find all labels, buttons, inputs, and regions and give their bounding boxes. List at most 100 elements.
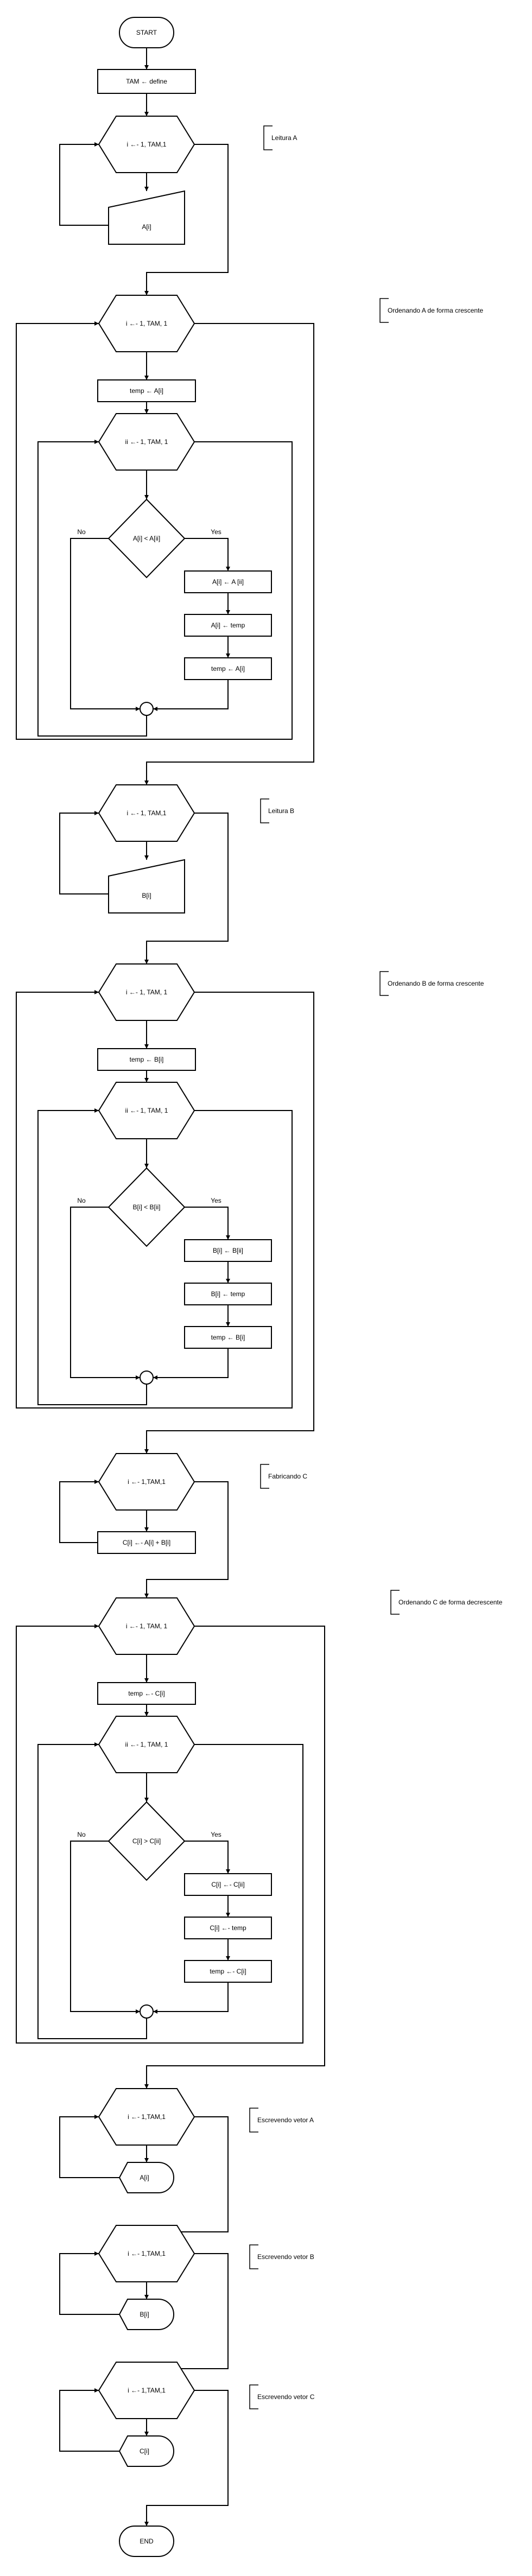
make-c-loop: i ←- 1,TAM,1 xyxy=(98,1453,195,1511)
sort-b-temp-process-label: temp ← B[i] xyxy=(130,1056,164,1063)
read-a-input-shape xyxy=(108,190,185,245)
sort-b-edge-no-line xyxy=(70,1207,140,1380)
sort-b-assign1-label: B[i] ← B[ii] xyxy=(213,1247,243,1254)
write-a-comment-bracket xyxy=(249,2108,258,2133)
sort-a-edge-yes: Yes xyxy=(185,528,230,571)
edge-read-a-back-line xyxy=(59,142,109,226)
write-c-loop-shape xyxy=(98,2362,195,2419)
write-c-output: C[i] xyxy=(118,2435,174,2467)
sort-a-edge-yes-line xyxy=(185,538,230,571)
sort-b-edge-a3-join xyxy=(153,1348,229,1380)
make-c-comment: Fabricando C xyxy=(260,1464,307,1489)
sort-a-inner-loop-label: ii ←- 1, TAM, 1 xyxy=(125,438,168,446)
sort-b-assign2-label: B[i] ← temp xyxy=(211,1290,245,1298)
sort-a-edge-a3-join-line xyxy=(153,680,229,711)
sort-c-condition-label: C[i] > C[ii] xyxy=(132,1837,161,1845)
sort-c-assign1-label: C[i] ←- C[ii] xyxy=(211,1881,244,1888)
sort-b-comment: Ordenando B de forma crescente xyxy=(379,971,484,996)
sort-b-assign3: temp ← B[i] xyxy=(184,1326,272,1349)
write-a-edge-back-line xyxy=(59,2115,119,2178)
sort-a-edge-no: No xyxy=(70,528,140,711)
sort-c-assign3-label: temp ←- C[i] xyxy=(210,1968,246,1975)
edge-read-b-exit xyxy=(144,813,229,964)
read-a-comment-bracket xyxy=(263,125,273,150)
sort-c-condition: C[i] > C[ii] xyxy=(107,1801,186,1881)
sort-c-comment-text: Ordenando C de forma decrescente xyxy=(398,1598,503,1606)
sort-a-comment-bracket xyxy=(379,298,389,323)
write-c-edge-exit xyxy=(144,2390,229,2526)
read-b-comment-text: Leitura B xyxy=(268,807,294,815)
sort-c-assign3: temp ←- C[i] xyxy=(184,1960,272,1983)
sort-c-junction xyxy=(140,2004,154,2019)
sort-b-comment-text: Ordenando B de forma crescente xyxy=(388,980,484,987)
sort-c-assign1: C[i] ←- C[ii] xyxy=(184,1873,272,1896)
write-b-output: B[i] xyxy=(118,2299,174,2330)
sort-b-edge-a3-join-line xyxy=(153,1348,229,1380)
sort-b-edge-outer-exit xyxy=(144,992,314,1454)
start-terminal-shape xyxy=(119,17,174,48)
define-process: TAM ← define xyxy=(97,69,196,94)
write-a-edge-back xyxy=(59,2115,119,2178)
sort-b-edge-yes: Yes xyxy=(185,1197,230,1240)
write-c-comment: Escrevendo vetor C xyxy=(249,2384,315,2409)
write-c-loop-label: i ←- 1,TAM,1 xyxy=(128,2387,166,2394)
edge-read-a-exit xyxy=(144,144,229,295)
write-b-edge-back-line xyxy=(59,2251,119,2315)
read-a-input: A[i] xyxy=(108,190,185,245)
make-c-assign-label: C[i] ←- A[i] + B[i] xyxy=(123,1539,170,1546)
sort-a-edge-outer-exit xyxy=(144,323,314,785)
read-b-loop-shape xyxy=(98,784,195,842)
sort-b-condition-shape xyxy=(107,1167,186,1247)
sort-c-edge-no: No xyxy=(70,1831,140,2014)
sort-b-comment-bracket xyxy=(379,971,389,996)
sort-b-inner-loop: ii ←- 1, TAM, 1 xyxy=(98,1082,195,1139)
sort-c-edge-inner-exit xyxy=(16,1624,303,2044)
sort-a-outer-loop-label: i ←- 1, TAM, 1 xyxy=(126,320,168,327)
write-c-edge-exit-line xyxy=(144,2390,229,2526)
sort-a-edge-a3-join xyxy=(153,680,229,711)
sort-c-edge-no-line xyxy=(70,1841,140,2014)
sort-c-edge-a3-join xyxy=(153,1982,229,2014)
edge-make-c-back xyxy=(59,1480,99,1543)
sort-c-temp-process-shape xyxy=(97,1682,196,1705)
sort-a-assign3-shape xyxy=(184,657,272,680)
sort-b-edge-inner-back-line xyxy=(37,1108,147,1405)
sort-b-assign3-label: temp ← B[i] xyxy=(211,1334,245,1341)
sort-b-edge-inner-exit-line xyxy=(16,990,293,1408)
make-c-assign: C[i] ←- A[i] + B[i] xyxy=(97,1531,196,1554)
write-c-output-shape xyxy=(118,2435,174,2467)
sort-a-edge-inner-back-line xyxy=(37,440,147,737)
read-a-loop-shape xyxy=(98,116,195,173)
sort-b-condition-label: B[i] < B[ii] xyxy=(132,1203,160,1211)
read-a-comment-text: Leitura A xyxy=(271,134,297,142)
sort-a-temp-process: temp ← A[i] xyxy=(97,379,196,402)
sort-a-assign3: temp ← A[i] xyxy=(184,657,272,680)
write-b-output-label: B[i] xyxy=(140,2311,149,2318)
write-b-loop-label: i ←- 1,TAM,1 xyxy=(128,2250,166,2257)
sort-b-assign3-shape xyxy=(184,1326,272,1349)
write-b-output-shape xyxy=(118,2299,174,2330)
sort-a-edge-no-line xyxy=(70,538,140,711)
sort-a-assign1: A[i] ← A [ii] xyxy=(184,570,272,593)
sort-b-edge-yes-line xyxy=(185,1207,230,1240)
sort-b-inner-loop-shape xyxy=(98,1082,195,1139)
sort-a-assign2-label: A[i] ← temp xyxy=(211,621,245,629)
read-a-loop-label: i ←- 1, TAM,1 xyxy=(127,141,167,148)
sort-a-edge-inner-exit-line xyxy=(16,321,293,740)
sort-b-assign2: B[i] ← temp xyxy=(184,1283,272,1305)
sort-a-outer-loop-shape xyxy=(98,295,195,352)
sort-b-assign1-shape xyxy=(184,1239,272,1262)
sort-c-edge-inner-back xyxy=(37,1742,147,2039)
sort-c-edge-a3-join-line xyxy=(153,1982,229,2014)
sort-c-temp-process: temp ←- C[i] xyxy=(97,1682,196,1705)
sort-a-assign2-shape xyxy=(184,614,272,637)
sort-c-edge-yes-line xyxy=(185,1841,230,1874)
sort-a-edge-no-label: No xyxy=(77,528,86,536)
sort-b-outer-loop: i ←- 1, TAM, 1 xyxy=(98,963,195,1021)
sort-c-comment-bracket xyxy=(390,1590,400,1615)
sort-c-condition-shape xyxy=(107,1801,186,1881)
sort-b-junction xyxy=(140,1371,154,1385)
